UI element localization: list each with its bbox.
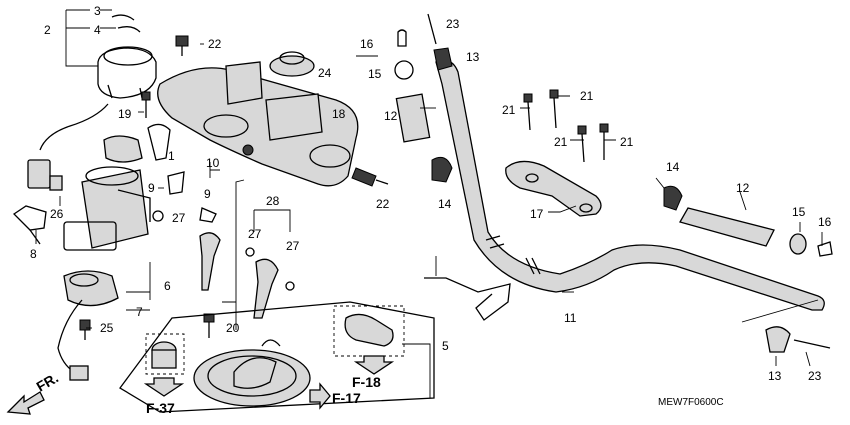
callout-21-d: 21 [620, 135, 634, 149]
lock-seal-ring [152, 210, 164, 222]
seat-lock-assembly [57, 270, 119, 381]
callout-19: 19 [118, 107, 132, 121]
callout-4: 4 [94, 23, 101, 37]
callout-9-left: 9 [148, 181, 155, 195]
cap-lock-cylinder-f18 [333, 305, 405, 357]
ref-arrow-f18 [353, 355, 395, 375]
handlebar [435, 59, 825, 311]
callout-15-left: 15 [368, 67, 382, 81]
front-direction-arrow [6, 391, 45, 415]
ref-label-f37: F-37 [146, 400, 175, 416]
callout-26: 26 [50, 207, 64, 221]
fuel-cap-outline [119, 301, 435, 413]
bar-end-weight-left [427, 13, 453, 71]
bridge-cap-24 [269, 51, 315, 77]
figure-code: MEW7F0600C [658, 397, 724, 408]
callout-25: 25 [100, 321, 114, 335]
ignition-switch-cover [97, 46, 157, 99]
callout-16-left: 16 [360, 37, 374, 51]
callout-21-a: 21 [502, 103, 516, 117]
callout-7: 7 [136, 305, 143, 319]
callout-21-b: 21 [580, 89, 594, 103]
callout-15-right: 15 [792, 205, 806, 219]
callout-5: 5 [442, 339, 449, 353]
callout-8: 8 [30, 247, 37, 261]
callout-24: 24 [318, 66, 332, 80]
callout-13-top: 13 [466, 50, 480, 64]
leader-lines [35, 9, 823, 398]
callout-11: 11 [564, 311, 577, 325]
screw-25 [79, 319, 91, 340]
callout-22-top: 22 [208, 37, 222, 51]
callout-14-right: 14 [666, 160, 680, 174]
bar-collar-left [394, 29, 453, 183]
callout-27-left: 27 [172, 211, 186, 225]
ignition-switch-body [63, 166, 151, 251]
callout-23-bottom: 23 [808, 369, 822, 383]
callout-9-right: 9 [204, 187, 211, 201]
direction-front-label: FR. [34, 369, 62, 394]
bolt-22-side [351, 167, 389, 187]
callout-21-c: 21 [554, 135, 568, 149]
callout-12-right: 12 [736, 181, 750, 195]
callout-13-bottom: 13 [768, 369, 782, 383]
lock-cylinder [103, 123, 171, 163]
callout-23-top: 23 [446, 17, 460, 31]
callout-16-right: 16 [818, 215, 832, 229]
callout-28: 28 [266, 194, 280, 208]
cap-lock-cylinder-f37 [145, 333, 185, 375]
callout-27-mid: 27 [248, 227, 262, 241]
ref-label-f17: F-17 [332, 390, 361, 406]
cable-guide [424, 277, 511, 321]
callout-22-side: 22 [376, 197, 390, 211]
holder-bolts-21 [523, 89, 609, 163]
bolt-22-top [175, 35, 189, 56]
handlebar-upper-holder [505, 160, 602, 217]
callout-12-left: 12 [384, 109, 398, 123]
fuel-filler-cap [193, 339, 311, 407]
callout-10: 10 [206, 156, 220, 170]
callout-18: 18 [332, 107, 346, 121]
callout-27-right: 27 [286, 239, 300, 253]
cover-clip [111, 14, 141, 33]
ref-label-f18: F-18 [352, 374, 381, 390]
key-set-lower [245, 247, 295, 319]
bar-end-weight-right [765, 326, 831, 353]
callout-14-left: 14 [438, 197, 452, 211]
bar-collar-right [663, 185, 833, 257]
steering-lock-bracket [12, 205, 47, 245]
screw-19 [141, 91, 151, 118]
callout-3: 3 [94, 4, 101, 18]
callout-2: 2 [44, 23, 51, 37]
key-set-upper [167, 171, 221, 291]
switch-wire-harness [27, 103, 109, 191]
callout-20: 20 [226, 321, 240, 335]
top-bridge [157, 61, 359, 187]
screw-20 [203, 313, 215, 338]
callout-1: 1 [168, 149, 175, 163]
callout-6: 6 [164, 279, 171, 293]
ref-arrow-f37 [143, 377, 185, 397]
callout-17: 17 [530, 207, 544, 221]
ref-arrow-f17 [309, 382, 331, 410]
